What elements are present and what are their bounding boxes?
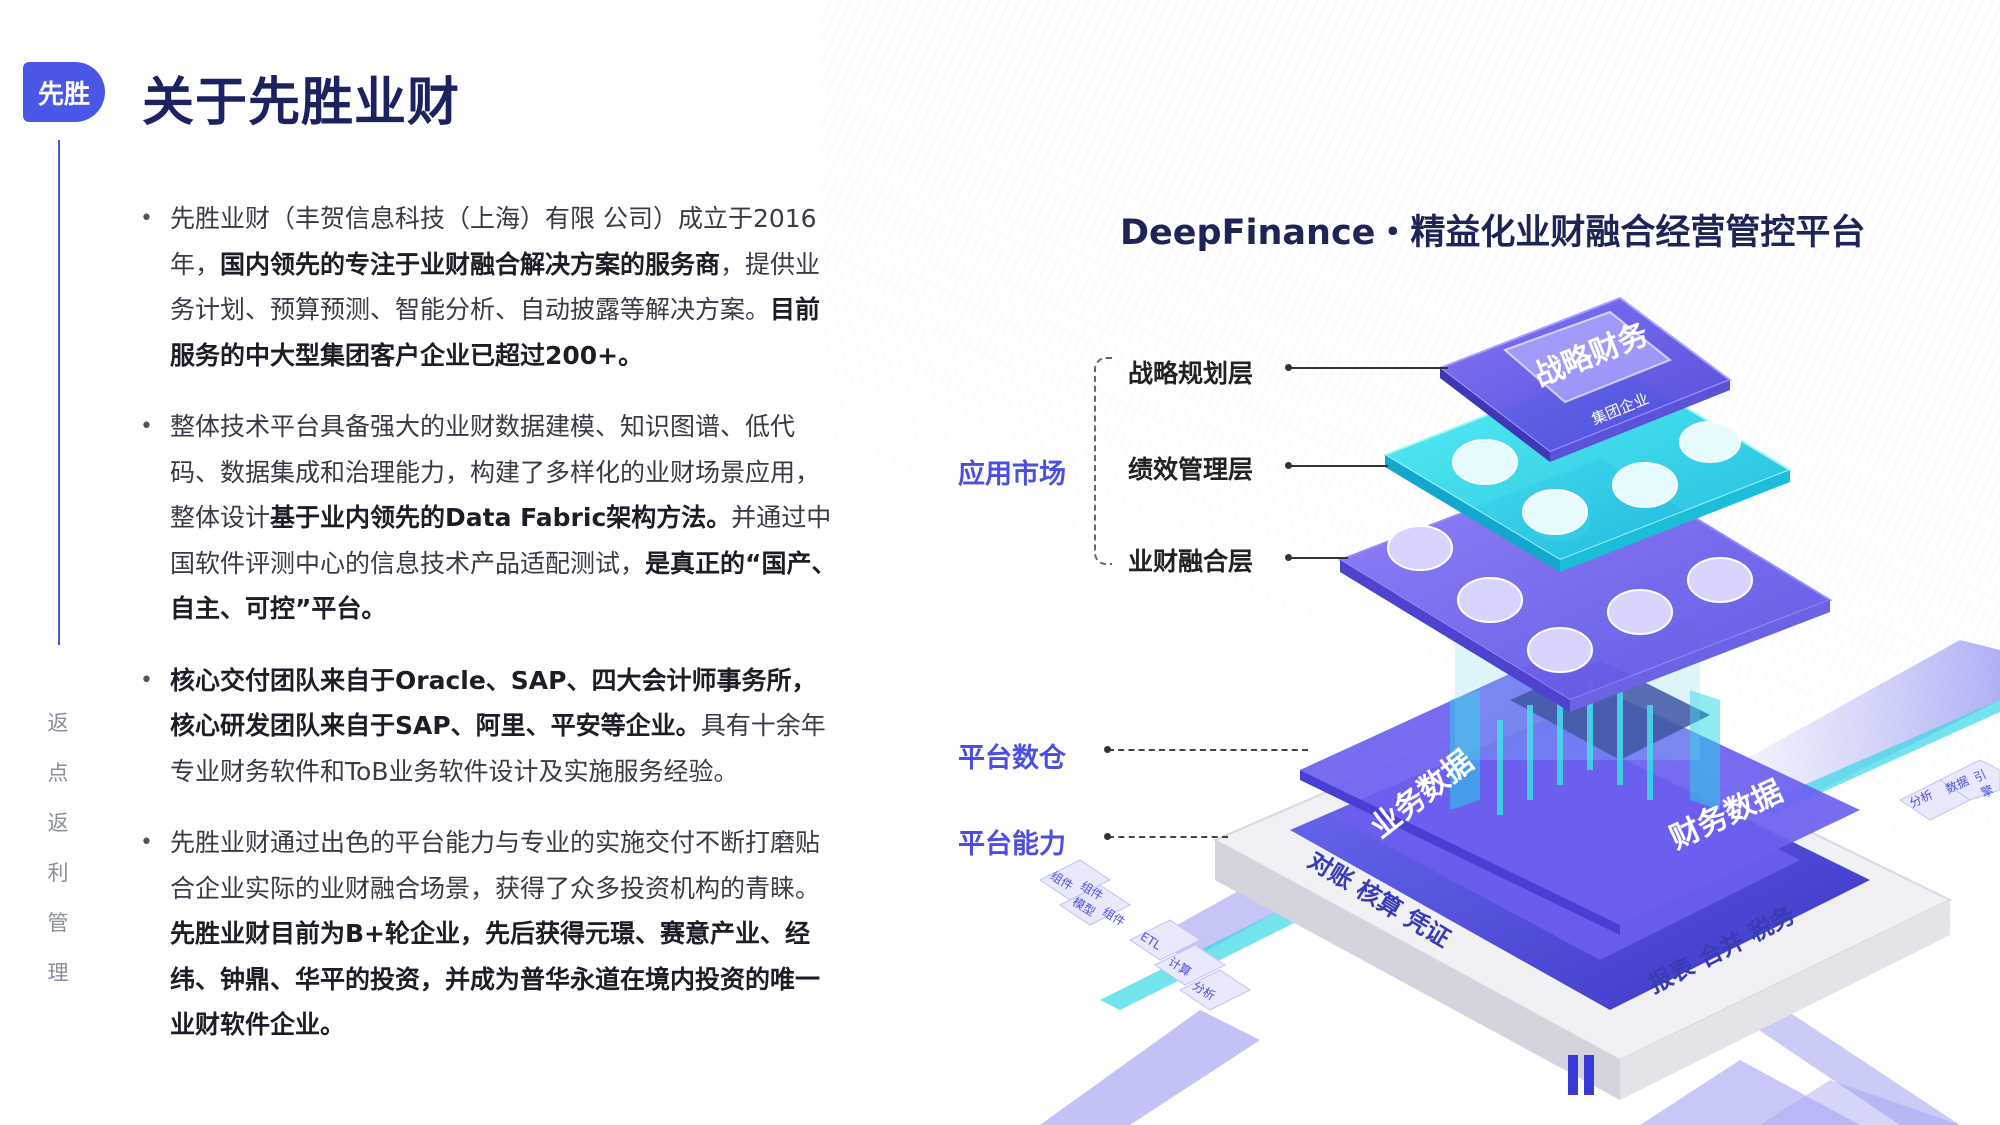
performance-layer-label: 绩效管理层 <box>1128 455 1254 484</box>
bullet-text: 并通过中国软件评测中心的信息技术产品适配测试， <box>170 503 832 578</box>
side-tag: 组件 <box>1099 904 1128 930</box>
side-nav-char[interactable]: 点 <box>47 761 69 785</box>
side-tags: 组件 组件 模型 组件 ETL 计算 分析 <box>1040 868 1260 1018</box>
side-tag: 数据 <box>1943 773 1972 797</box>
capability-label: 平台能力 <box>958 829 1066 860</box>
side-tag: 分析 <box>1907 787 1936 811</box>
leader-dot <box>1104 833 1111 840</box>
page-title: 关于先胜业财 <box>142 73 461 133</box>
side-nav-char[interactable]: 理 <box>47 961 69 985</box>
logo-text: 先胜 <box>37 79 90 110</box>
bullet-item: 先胜业财通过出色的平台能力与专业的实施交付不断打磨贴合企业实际的业财融合场景，获… <box>140 820 840 1048</box>
side-nav-char[interactable]: 返 <box>47 711 69 735</box>
bullet-text: 先胜业财（丰贺信息科技（上海）有限 公司）成立于2016年， <box>170 204 817 279</box>
bullet-text: 整体技术平台具备强大的业财数据建模、知识图谱、低代码、数据集成和治理能力，构建了… <box>170 412 821 532</box>
bullet-item: 核心交付团队来自于Oracle、SAP、四大会计师事务所，核心研发团队来自于SA… <box>140 658 840 795</box>
strategy-layer-label: 战略规划层 <box>1128 359 1254 388</box>
bullet-text: 先胜业财通过出色的平台能力与专业的实施交付不断打磨贴合企业实际的业财融合场景，获… <box>170 828 821 903</box>
bullet-text: ，提供业务计划、预算预测、智能分析、自动披露等解决方案。 <box>170 249 821 325</box>
bullet-text: 具有十余年专业财务软件和ToB业务软件设计及实施服务经验。 <box>170 711 826 786</box>
integration-leader <box>1288 557 1348 559</box>
side-nav-char[interactable]: 管 <box>47 911 69 935</box>
bullet-item: 整体技术平台具备强大的业财数据建模、知识图谱、低代码、数据集成和治理能力，构建了… <box>140 404 840 632</box>
integration-layer-label: 业财融合层 <box>1128 547 1254 576</box>
side-tag: 计算 <box>1165 954 1194 980</box>
bullet-text-bold: 国内领先的专注于业财融合解决方案的服务商 <box>220 249 721 279</box>
bullet-text-bold: 目前服务的中大型集团客户企业已超过200+。 <box>170 295 821 370</box>
side-nav[interactable]: 返 点 返 利 管 理 <box>45 707 71 1007</box>
integration-layer-plate <box>1337 458 1833 712</box>
strategy-layer-plate <box>1437 296 1733 462</box>
diagram-title: DeepFinance・精益化业财融合经营管控平台 <box>1120 213 1866 253</box>
leader-dot <box>1285 364 1292 371</box>
intro-bullets: 先胜业财（丰贺信息科技（上海）有限 公司）成立于2016年，国内领先的专注于业财… <box>140 196 840 1074</box>
side-tags-right: 分析 数据 引擎 <box>1905 767 2000 820</box>
warehouse-leader <box>1108 749 1308 751</box>
strategy-leader <box>1288 367 1448 369</box>
leader-dot <box>1285 554 1292 561</box>
bullet-item: 先胜业财（丰贺信息科技（上海）有限 公司）成立于2016年，国内领先的专注于业财… <box>140 196 840 378</box>
side-tag: ETL <box>1137 929 1164 953</box>
bullet-text-bold: 基于业内领先的Data Fabric架构方法。 <box>270 503 732 532</box>
side-tag: 分析 <box>1189 978 1218 1004</box>
side-nav-char[interactable]: 利 <box>47 861 69 885</box>
side-tag-blocks <box>1039 759 2000 1011</box>
data-warehouse-label: 平台数仓 <box>958 743 1066 774</box>
app-market-bracket <box>1094 357 1112 565</box>
brand-logo: 先胜 <box>23 62 105 122</box>
bullet-text-bold: 先胜业财目前为B+轮企业，先后获得元璟、赛意产业、经纬、钟鼎、华平的投资，并成为… <box>170 919 821 1039</box>
capability-leader <box>1108 836 1228 838</box>
side-divider <box>58 140 60 645</box>
leader-dot <box>1104 746 1111 753</box>
performance-leader <box>1288 465 1388 467</box>
bullet-text-bold: 是真正的“国产、自主、可控”平台。 <box>170 548 837 624</box>
side-tag: 组件 <box>1047 868 1076 894</box>
app-market-label: 应用市场 <box>958 459 1066 490</box>
bullet-text-bold: 核心交付团队来自于Oracle、SAP、四大会计师事务所，核心研发团队来自于SA… <box>170 665 817 741</box>
leader-dot <box>1285 462 1292 469</box>
side-nav-char[interactable]: 返 <box>47 811 69 835</box>
performance-layer-plate <box>1382 363 1793 572</box>
